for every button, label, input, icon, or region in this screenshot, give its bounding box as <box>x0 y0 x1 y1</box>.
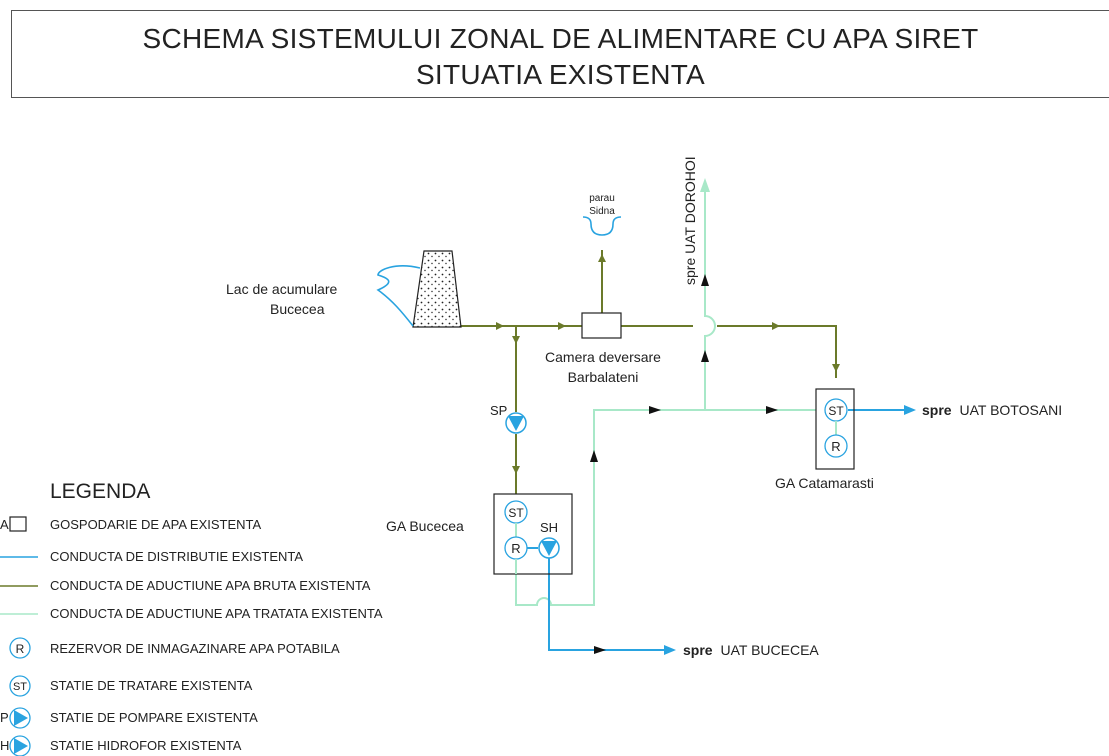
legend-treatment-icon <box>9 675 31 697</box>
pump-icon <box>14 710 28 726</box>
spre-word: spre <box>922 402 952 418</box>
pump-icon <box>508 416 524 431</box>
legend-item-distribution: CONDUCTA DE DISTRIBUTIE EXISTENTA <box>50 549 303 564</box>
parau-label-line1: parau <box>589 193 615 204</box>
legend-item-pump: STATIE DE POMPARE EXISTENTA <box>50 710 258 725</box>
legend-ga-prefix: A <box>0 517 9 532</box>
treated-to-dorohoi-pipe <box>704 182 716 410</box>
spre-bucecea-label: spre UAT BUCECEA <box>683 642 819 658</box>
raw-arrow <box>598 254 606 262</box>
pump-station-sp <box>505 412 527 434</box>
legend-item-raw: CONDUCTA DE ADUCTIUNE APA BRUTA EXISTENT… <box>50 578 371 593</box>
sp-label: SP <box>490 403 507 418</box>
distribution-arrows <box>664 405 916 655</box>
legend: LEGENDA A GOSPODARIE DE APA EXISTENTA CO… <box>0 480 383 756</box>
distribution-arrow <box>904 405 916 415</box>
raw-arrow <box>512 336 520 344</box>
legend-item-ga: GOSPODARIE DE APA EXISTENTA <box>50 517 262 532</box>
flow-arrow <box>766 406 778 414</box>
legend-st-symbol: ST <box>13 681 27 693</box>
ga-bucecea-label: GA Bucecea <box>386 518 464 534</box>
ga-catamarasti-label: GA Catamarasti <box>775 475 874 491</box>
treated-arrow-tip <box>700 178 710 192</box>
r-symbol: R <box>511 541 520 556</box>
legend-item-hydrophore: STATIE HIDROFOR EXISTENTA <box>50 738 242 753</box>
raw-arrow <box>496 322 504 330</box>
hydrophore-station-sh <box>538 537 560 559</box>
raw-arrow <box>772 322 780 330</box>
distribution-to-bucecea <box>548 558 668 651</box>
pump-icon <box>541 541 557 556</box>
st-symbol: ST <box>508 506 524 520</box>
raw-arrow <box>558 322 566 330</box>
sh-label: SH <box>540 520 558 535</box>
raw-water-pipes <box>461 250 837 494</box>
legend-sp-prefix: P <box>0 710 9 725</box>
legend-reservoir-icon <box>9 637 31 659</box>
flow-arrow <box>701 350 709 362</box>
flow-arrows <box>590 274 778 462</box>
title-box: SCHEMA SISTEMULUI ZONAL DE ALIMENTARE CU… <box>11 10 1109 98</box>
pump-icon <box>14 738 28 754</box>
parau-label-line2: Sidna <box>589 206 615 217</box>
legend-title: LEGENDA <box>50 480 150 503</box>
title-line-2: SITUATIA EXISTENTA <box>415 59 706 90</box>
reservoir-ga-bucecea: R <box>504 536 528 560</box>
treatment-station-ga-bucecea: ST <box>504 500 528 524</box>
flow-arrow <box>649 406 661 414</box>
uat-botosani-name: UAT BOTOSANI <box>959 402 1062 418</box>
legend-item-treated: CONDUCTA DE ADUCTIUNE APA TRATATA EXISTE… <box>50 606 383 621</box>
lac-label-line1: Lac de acumulare <box>226 281 338 297</box>
raw-arrow <box>512 466 520 474</box>
raw-water-arrows <box>496 254 840 474</box>
spre-dorohoi-label: spre UAT DOROHOI <box>682 156 698 285</box>
spre-word: spre <box>683 642 713 658</box>
legend-item-reservoir: REZERVOR DE INMAGAZINARE APA POTABILA <box>50 641 340 656</box>
lac-label-line2: Bucecea <box>270 301 325 317</box>
reservoir-dam-symbol <box>412 250 462 328</box>
camera-label-line2: Barbalateni <box>568 369 639 385</box>
flow-arrow <box>590 450 598 462</box>
camera-label-line1: Camera deversare <box>545 349 661 365</box>
uat-bucecea-name: UAT BUCECEA <box>720 642 819 658</box>
flow-arrow <box>594 646 606 654</box>
flow-arrow <box>701 274 709 286</box>
st-symbol: ST <box>828 404 844 418</box>
ga-bucecea-box <box>493 493 573 575</box>
distribution-arrow <box>664 645 676 655</box>
r-symbol: R <box>831 439 840 454</box>
reservoir-ga-catamarasti: R <box>824 434 848 458</box>
treated-water-pipes <box>515 182 816 606</box>
camera-deversare-box <box>581 312 622 339</box>
lac-water-outline <box>376 265 421 327</box>
treatment-station-ga-catamarasti: ST <box>824 398 848 422</box>
raw-arrow <box>832 364 840 372</box>
legend-sh-prefix: H <box>0 738 9 753</box>
distribution-pipes <box>548 409 908 651</box>
parau-sidna-symbol <box>582 216 622 236</box>
legend-item-treatment: STATIE DE TRATARE EXISTENTA <box>50 678 253 693</box>
title-line-1: SCHEMA SISTEMULUI ZONAL DE ALIMENTARE CU… <box>142 23 979 54</box>
ga-catamarasti-box <box>815 388 855 470</box>
legend-ga-box-icon <box>9 516 27 532</box>
treated-main-pipe <box>515 409 816 606</box>
legend-r-symbol: R <box>16 642 25 656</box>
spre-botosani-label: spre UAT BOTOSANI <box>922 402 1062 418</box>
